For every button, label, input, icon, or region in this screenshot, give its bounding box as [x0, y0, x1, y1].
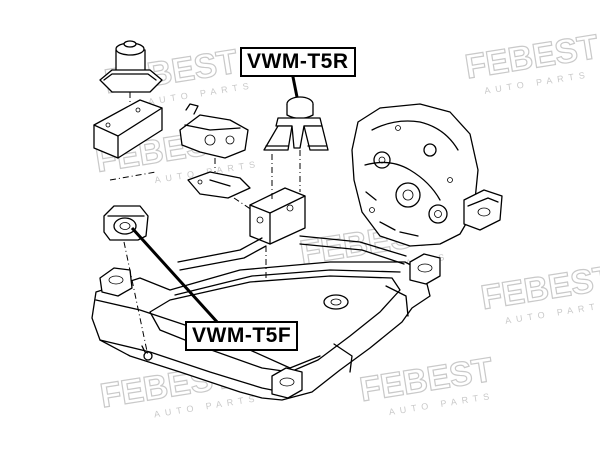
bracket-plate-left — [93, 99, 163, 159]
bracket-assembly-middle — [179, 103, 251, 199]
callout-vwm-t5f: VWM-T5F — [185, 321, 299, 351]
gearbox — [351, 103, 503, 247]
rear-mount-t5r — [263, 96, 329, 151]
assembly-lines — [109, 92, 301, 357]
callout-vwm-t5r: VWM-T5R — [240, 47, 356, 77]
front-mount-t5f — [103, 205, 149, 241]
engine-mount-upper-left — [99, 40, 163, 93]
center-bracket — [249, 187, 306, 245]
leader-t5f — [130, 226, 220, 325]
